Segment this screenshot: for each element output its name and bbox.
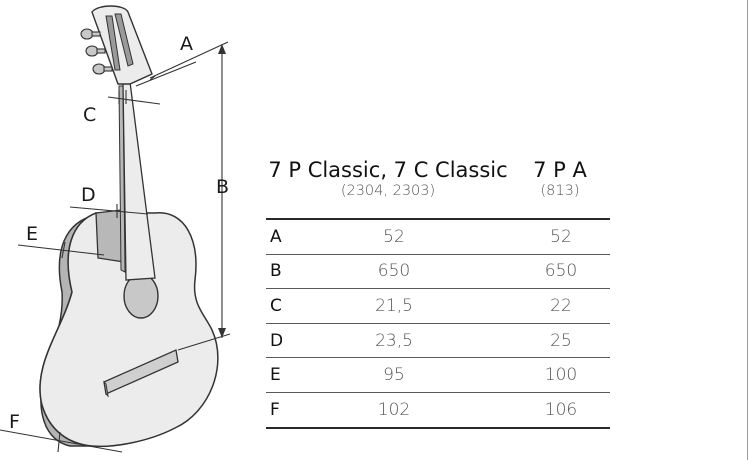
table-row: A 52 52 (266, 217, 610, 255)
table-row: F 102 106 (266, 392, 610, 429)
model-name: 7 P Classic, 7 C Classic (268, 158, 508, 182)
dimension-lines (0, 41, 231, 453)
model-code: (813) (540, 183, 580, 199)
row-label: D (266, 323, 330, 359)
row-label: C (266, 288, 330, 324)
value-pa: 106 (512, 392, 610, 429)
column-header-classic: 7 P Classic, 7 C Classic (2304, 2303) (262, 158, 514, 199)
row-label: B (266, 254, 330, 290)
label-b: B (216, 176, 229, 198)
headstock (91, 5, 153, 85)
value-classic: 650 (330, 254, 458, 290)
sound-hole (123, 273, 159, 319)
value-classic: 23,5 (330, 323, 458, 359)
label-a: A (180, 33, 193, 55)
value-pa: 100 (512, 357, 610, 393)
label-c: C (83, 104, 96, 126)
value-classic: 95 (330, 357, 458, 393)
value-classic: 21,5 (330, 288, 458, 324)
value-pa: 22 (512, 288, 610, 324)
column-header-pa: 7 P A (813) (520, 158, 600, 199)
guitar-body (39, 212, 219, 448)
value-pa: 650 (512, 254, 610, 290)
label-d: D (81, 184, 96, 206)
value-classic: 102 (330, 392, 458, 429)
model-name: 7 P A (533, 158, 587, 182)
fretboard (122, 81, 156, 281)
value-pa: 25 (512, 323, 610, 359)
table-row: B 650 650 (266, 254, 610, 290)
row-label: E (266, 357, 330, 393)
page-edge (747, 0, 748, 460)
tuning-pegs (80, 28, 113, 75)
row-label: F (266, 392, 330, 429)
guitar-diagram: A B C D E F (0, 5, 231, 453)
label-f: F (9, 411, 20, 433)
value-pa: 52 (512, 217, 610, 255)
row-label: A (266, 217, 330, 255)
model-code: (2304, 2303) (340, 183, 436, 199)
table-row: E 95 100 (266, 357, 610, 393)
table-row: C 21,5 22 (266, 288, 610, 324)
value-classic: 52 (330, 217, 458, 255)
table-row: D 23,5 25 (266, 323, 610, 359)
label-e: E (26, 223, 38, 245)
dimensions-table: A 52 52 B 650 650 C 21,5 22 D 23,5 25 E … (266, 217, 610, 429)
